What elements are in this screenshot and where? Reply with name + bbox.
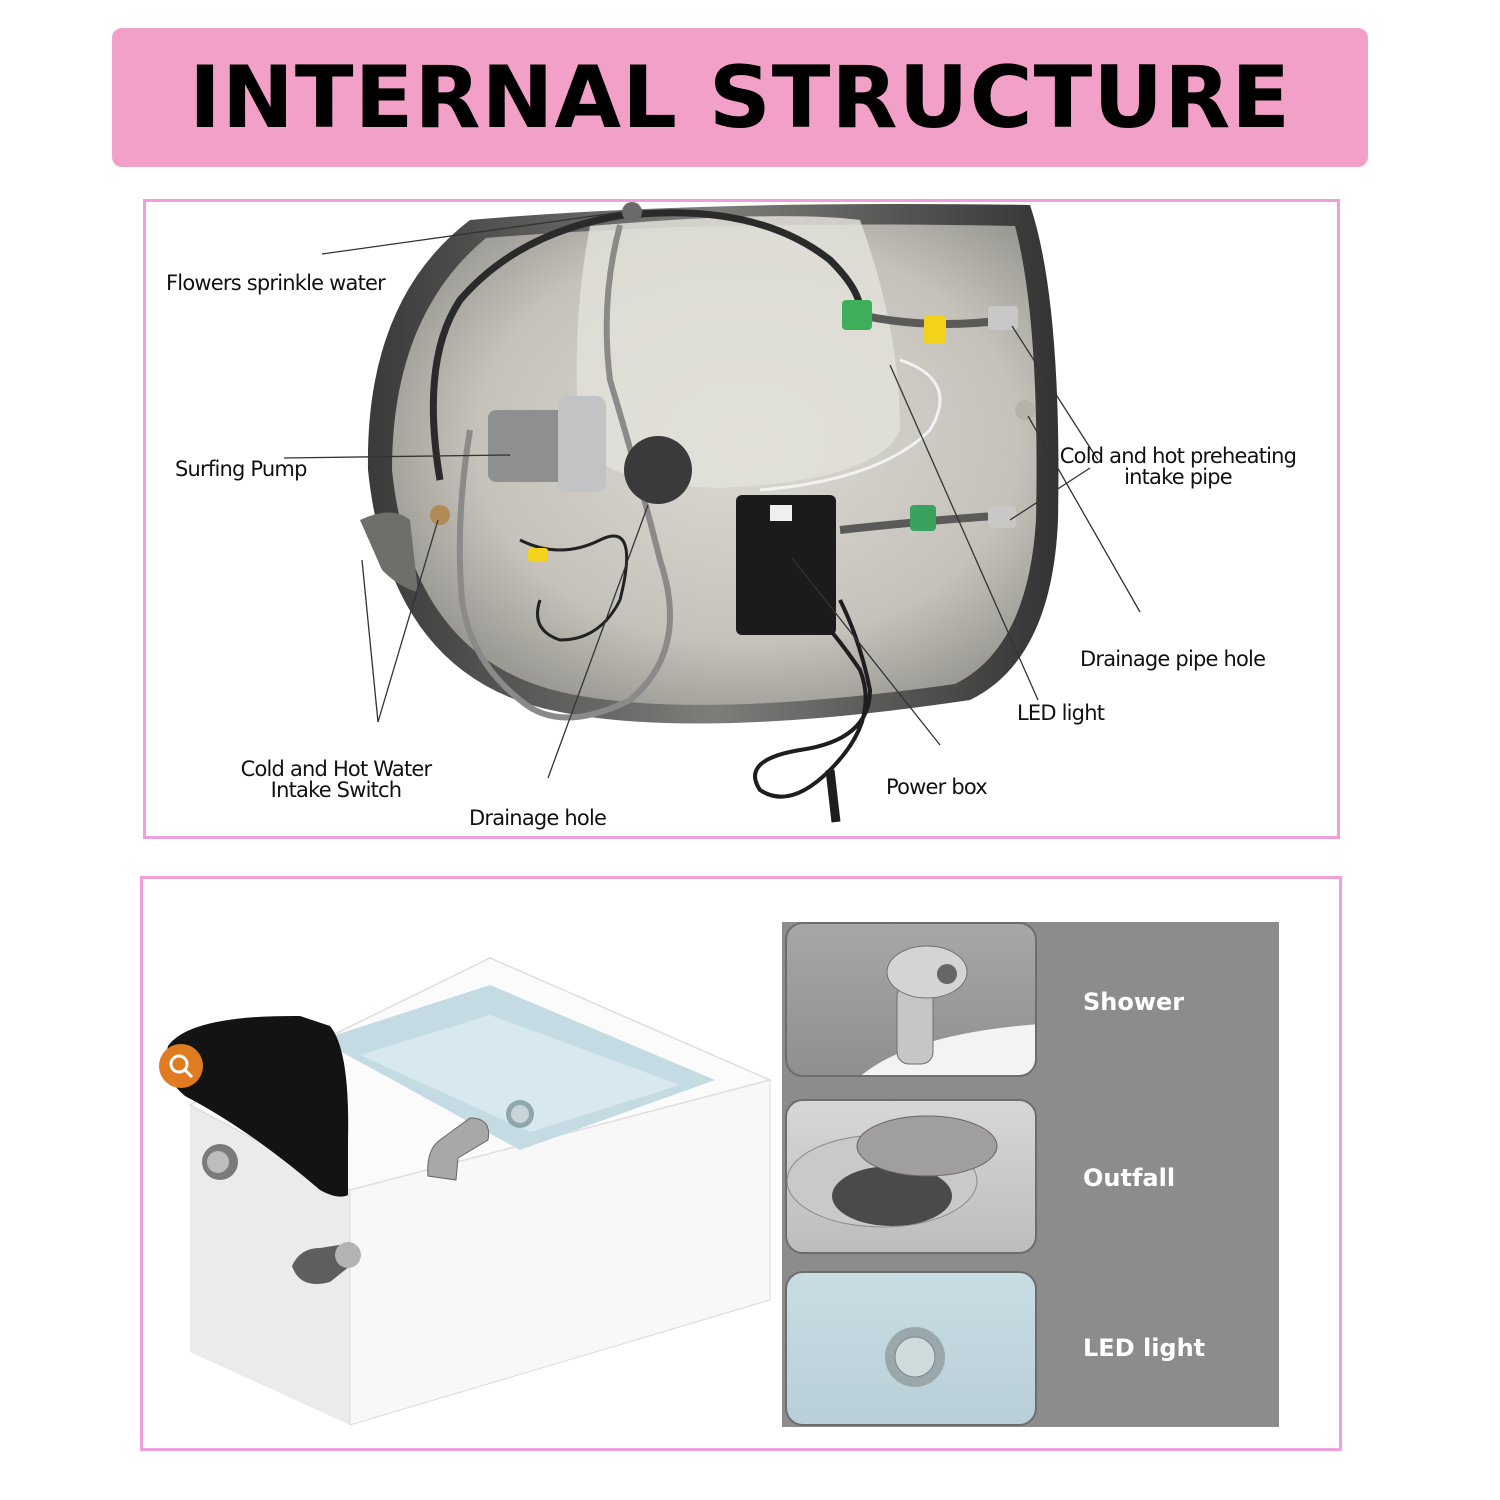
drainage-pipe-hole-mark xyxy=(1015,400,1035,420)
wire-bundle xyxy=(519,534,629,642)
thumb-shower xyxy=(785,922,1037,1077)
leader-led xyxy=(889,364,1039,701)
callout-led-light: LED light xyxy=(1017,701,1105,725)
steel-hose xyxy=(518,224,673,721)
leader-preheat-2 xyxy=(1009,467,1091,521)
shower-photo xyxy=(861,945,1035,1075)
leader-drainage-hole xyxy=(547,504,649,779)
power-cable xyxy=(753,558,873,799)
outfall-cavity xyxy=(832,1166,952,1226)
power-plug-cable xyxy=(825,769,841,823)
callout-surfing-pump: Surfing Pump xyxy=(175,457,307,481)
mounting-bracket xyxy=(360,512,418,592)
led-inner xyxy=(894,1336,936,1378)
detail-label-led-light: LED light xyxy=(1083,1334,1206,1362)
shower-head xyxy=(886,945,968,999)
intake-switch-clip xyxy=(528,548,548,562)
title-banner: INTERNAL STRUCTURE xyxy=(112,28,1368,167)
leader-flowers xyxy=(321,211,623,255)
headrest-cushion xyxy=(166,1015,349,1197)
drain-fitting xyxy=(624,436,692,504)
callout-power-box: Power box xyxy=(886,775,988,799)
outfall-photo xyxy=(787,1115,998,1228)
surfing-pump-head xyxy=(558,396,606,492)
basin-well-floor xyxy=(360,1015,680,1132)
page-title: INTERNAL STRUCTURE xyxy=(188,47,1292,148)
callout-cold-hot-preheating: Cold and hot preheating intake pipe xyxy=(1058,446,1298,488)
callout-flowers-sprinkle-water: Flowers sprinkle water xyxy=(166,271,386,295)
callout-cold-hot-preheating-line1: Cold and hot preheating xyxy=(1059,444,1297,468)
control-knob-lower-cap xyxy=(335,1242,361,1268)
inner-sink-bulge xyxy=(576,216,900,488)
fitting-upper-yellow xyxy=(924,316,946,344)
leader-lines xyxy=(283,211,1141,779)
led-wire xyxy=(759,358,942,492)
hose-top-right xyxy=(639,209,864,311)
fitting-lower-green xyxy=(910,505,936,531)
thumb-led-light xyxy=(785,1271,1037,1426)
foot-spa-basin-illustration xyxy=(166,957,773,1426)
detail-label-shower: Shower xyxy=(1083,988,1185,1016)
callout-drainage-hole: Drainage hole xyxy=(469,806,607,830)
fitting-upper-green xyxy=(842,300,872,330)
power-box-label xyxy=(770,505,792,521)
leader-preheat-1 xyxy=(1011,325,1099,461)
thumb-outfall xyxy=(785,1099,1037,1254)
control-knob-upper-inner xyxy=(207,1151,229,1173)
led-light-photo xyxy=(885,1327,945,1387)
sprinkle-nozzle xyxy=(622,202,642,222)
leader-switch-2 xyxy=(377,519,439,723)
callout-cold-hot-preheating-line2: intake pipe xyxy=(1124,465,1233,489)
power-box xyxy=(736,495,836,635)
leader-switch-1 xyxy=(361,559,379,723)
magnifier-icon-handle xyxy=(183,1068,194,1079)
callout-drainage-pipe-hole: Drainage pipe hole xyxy=(1080,647,1266,671)
shower-basin-edge xyxy=(861,1024,1035,1075)
shower-nozzle xyxy=(937,964,957,984)
basin-led-ring xyxy=(511,1105,529,1123)
leader-power-box xyxy=(791,557,941,746)
callout-cold-hot-water-switch-line2: Intake Switch xyxy=(270,778,402,802)
shower-faucet xyxy=(427,1117,490,1181)
fitting-upper-valve xyxy=(988,306,1018,330)
detail-label-outfall: Outfall xyxy=(1083,1164,1176,1192)
leader-surfing-pump xyxy=(283,454,511,459)
leader-drainage-pipe xyxy=(1027,415,1141,613)
outfall-cap xyxy=(856,1115,998,1177)
fitting-lower-valve xyxy=(988,506,1016,528)
callout-cold-hot-water-switch: Cold and Hot Water Intake Switch xyxy=(236,759,436,801)
product-details-frame xyxy=(140,876,1342,1451)
basin-front-face xyxy=(190,1105,350,1425)
callout-cold-hot-water-switch-line1: Cold and Hot Water xyxy=(240,757,433,781)
hose-top-left xyxy=(429,210,631,481)
intake-switch-knob xyxy=(430,505,450,525)
magnifier-icon-ring xyxy=(169,1054,189,1074)
steel-hose-side xyxy=(456,429,522,703)
surfing-pump-body xyxy=(488,410,566,482)
